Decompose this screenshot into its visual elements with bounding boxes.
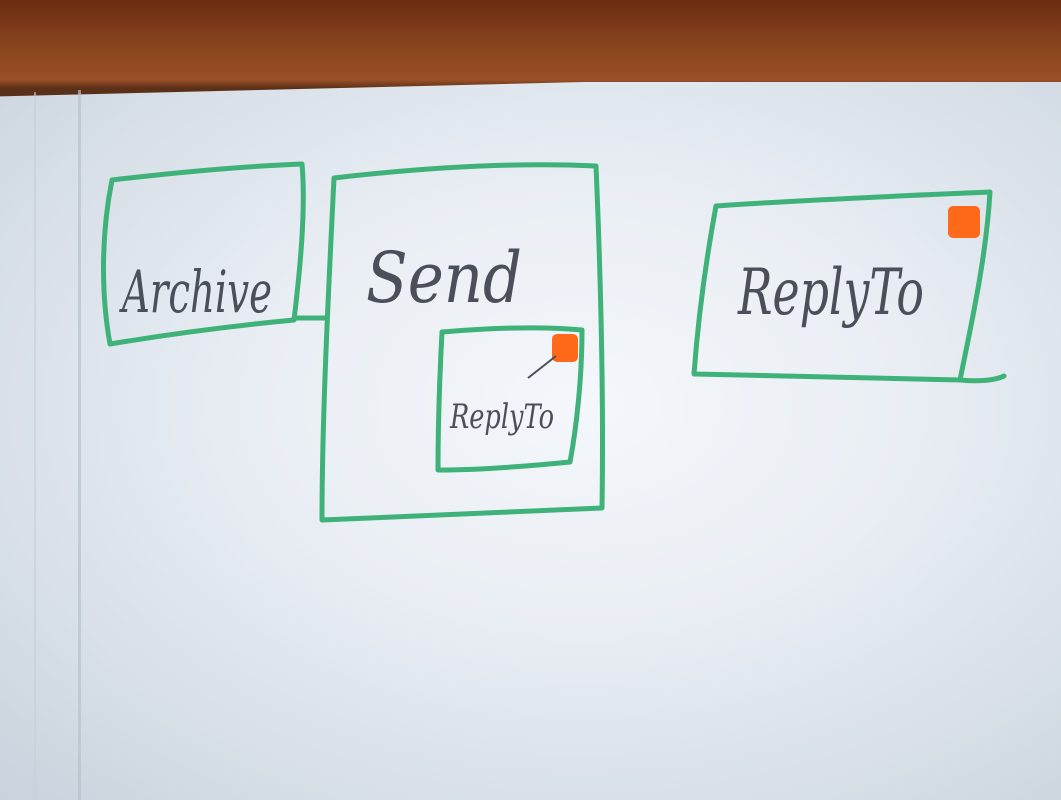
reply-to-nested-box: ReplyTo — [438, 328, 582, 470]
send-box: Send ReplyTo — [322, 165, 603, 520]
reply-to-nested-label: ReplyTo — [449, 397, 554, 437]
reply-to-box: ReplyTo — [694, 192, 1004, 381]
orange-sticker-dot — [948, 206, 980, 238]
orange-sticker-dot — [552, 334, 578, 362]
archive-label: Archive — [119, 258, 272, 326]
send-label: Send — [366, 237, 522, 319]
reply-to-label: ReplyTo — [737, 256, 924, 330]
archive-box: Archive — [104, 164, 327, 344]
